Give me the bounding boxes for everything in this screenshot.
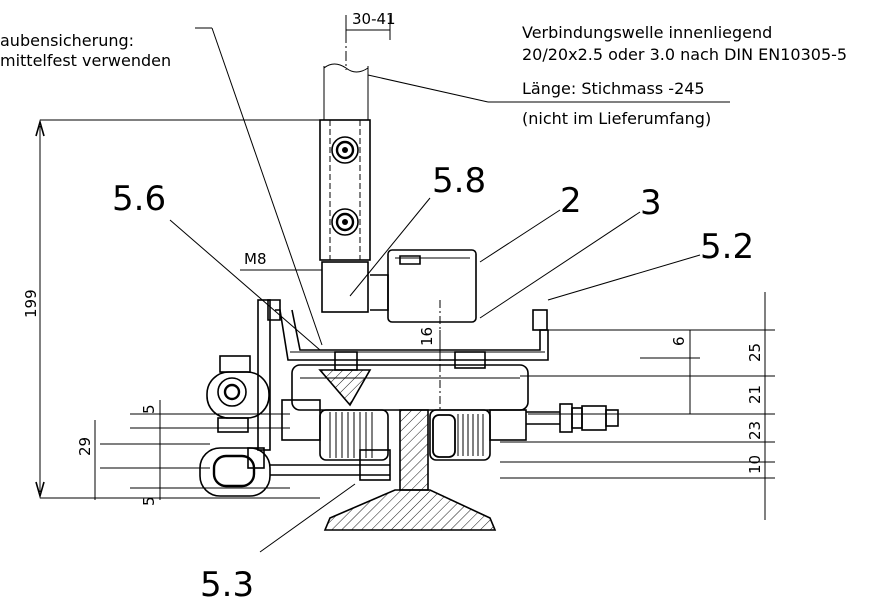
dim-top: 30-41 [352,10,396,28]
sensor-plug [206,355,270,433]
dim-23: 23 [746,421,764,440]
note-right-line4: (nicht im Lieferumfang) [522,109,711,128]
lower-clamp [199,447,391,497]
position-5-3: 5.3 [200,565,254,605]
note-right-line1: Verbindungswelle innenliegend [522,23,772,42]
dim-thread: M8 [244,250,267,268]
note-left-line1: aubensicherung: [0,31,134,50]
leader-lines [169,27,730,553]
note-left-line2: mittelfest verwenden [0,51,171,70]
base-housing [291,300,529,411]
dim-5-bottom: 5 [140,496,158,506]
position-5-8: 5.8 [432,161,486,201]
dim-21: 21 [746,385,764,404]
note-right-line2: 20/20x2.5 oder 3.0 nach DIN EN10305-5 [522,45,847,64]
position-5-6: 5.6 [112,179,166,219]
dim-5-top: 5 [140,404,158,414]
gear-unit [281,399,527,461]
rail-profile [323,409,497,531]
connecting-shaft [323,15,391,120]
dim-10: 10 [746,455,764,474]
dim-height-total: 199 [22,289,40,318]
dim-16: 16 [418,327,436,346]
shaft-clamp-bracket [319,119,371,313]
position-3: 3 [640,183,662,223]
dim-6: 6 [670,336,688,346]
dimension-lines [35,29,775,520]
position-2: 2 [560,181,582,221]
cable-connector [526,403,619,433]
position-5-2: 5.2 [700,227,754,267]
dim-29: 29 [76,437,94,456]
note-right-line3: Länge: Stichmass -245 [522,79,705,98]
drive-motor-housing [370,249,477,323]
dim-25: 25 [746,343,764,362]
